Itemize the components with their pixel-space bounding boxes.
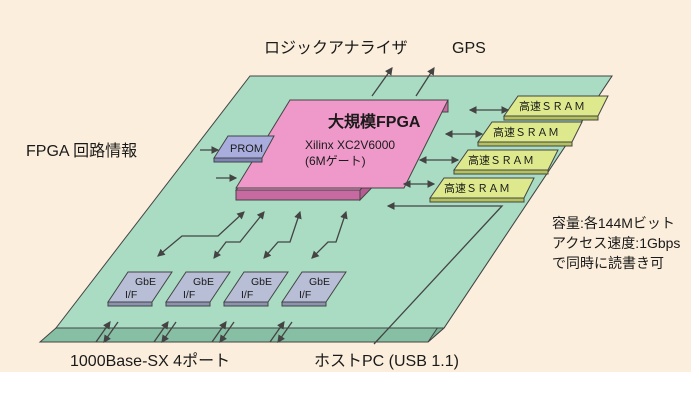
gbe-fpga-link xyxy=(311,210,348,259)
logic-analyzer-label: ロジックアナライザ xyxy=(264,39,408,57)
ports-label: 1000Base-SX 4ポート xyxy=(70,352,230,370)
sram-note-line: で同時に読書き可 xyxy=(552,255,664,271)
gbe-label: I/F xyxy=(183,289,195,301)
port-arrow xyxy=(211,321,227,343)
sram-chip: 高速ＳＲＡＭ xyxy=(503,95,609,121)
fpga-gates: (6Mゲート) xyxy=(305,154,366,168)
port-arrow xyxy=(219,321,235,343)
gbe-fpga-link xyxy=(213,211,265,259)
port-arrow xyxy=(269,321,285,343)
sram-chip: 高速ＳＲＡＭ xyxy=(453,149,559,175)
sram-label: 高速ＳＲＡＭ xyxy=(519,99,585,113)
gbe-label: GbE xyxy=(193,276,214,288)
sram-label: 高速ＳＲＡＭ xyxy=(444,181,510,195)
prom-chip: PROM xyxy=(213,135,275,163)
gbe-fpga-link xyxy=(263,210,302,259)
logic-analyzer-arrow xyxy=(371,67,393,97)
gbe-label: I/F xyxy=(241,289,253,301)
gbe-label: GbE xyxy=(251,276,272,288)
gps-arrow xyxy=(415,67,435,97)
gbe-interface-chip: GbE I/F xyxy=(107,271,173,307)
gbe-label: I/F xyxy=(125,289,137,301)
sram-note-line: アクセス速度:1Gbps xyxy=(552,235,680,251)
fpga-title: 大規模FPGA xyxy=(328,112,421,131)
port-arrow xyxy=(277,321,293,343)
port-arrow xyxy=(95,321,111,343)
sram-label: 高速ＳＲＡＭ xyxy=(493,125,559,139)
fpga-model: Xilinx XC2V6000 xyxy=(305,138,395,152)
gps-label: GPS xyxy=(452,40,486,57)
sram-note-line: 容量:各144Mビット xyxy=(552,215,675,231)
host-pc-link xyxy=(373,202,504,345)
gbe-label: GbE xyxy=(309,276,330,288)
gbe-interface-chip: GbE I/F xyxy=(281,271,347,307)
sram-chip: 高速ＳＲＡＭ xyxy=(429,177,535,203)
prom-label: PROM xyxy=(230,143,263,155)
port-arrow xyxy=(153,321,169,343)
sram-label: 高速ＳＲＡＭ xyxy=(468,153,534,167)
port-arrow xyxy=(161,321,177,343)
port-arrow xyxy=(103,321,119,343)
gbe-interface-chip: GbE I/F xyxy=(223,271,289,307)
sram-chip: 高速ＳＲＡＭ xyxy=(477,121,583,147)
connection-arrows xyxy=(95,67,510,345)
fpga-chip: 大規模FPGA Xilinx XC2V6000 (6Mゲート) xyxy=(234,99,449,202)
fpga-config-label: FPGA 回路情報 xyxy=(26,142,137,160)
gbe-label: I/F xyxy=(299,289,311,301)
host-pc-label: ホストPC (USB 1.1) xyxy=(314,353,459,370)
gbe-label: GbE xyxy=(135,276,156,288)
gbe-interface-chip: GbE I/F xyxy=(165,271,231,307)
